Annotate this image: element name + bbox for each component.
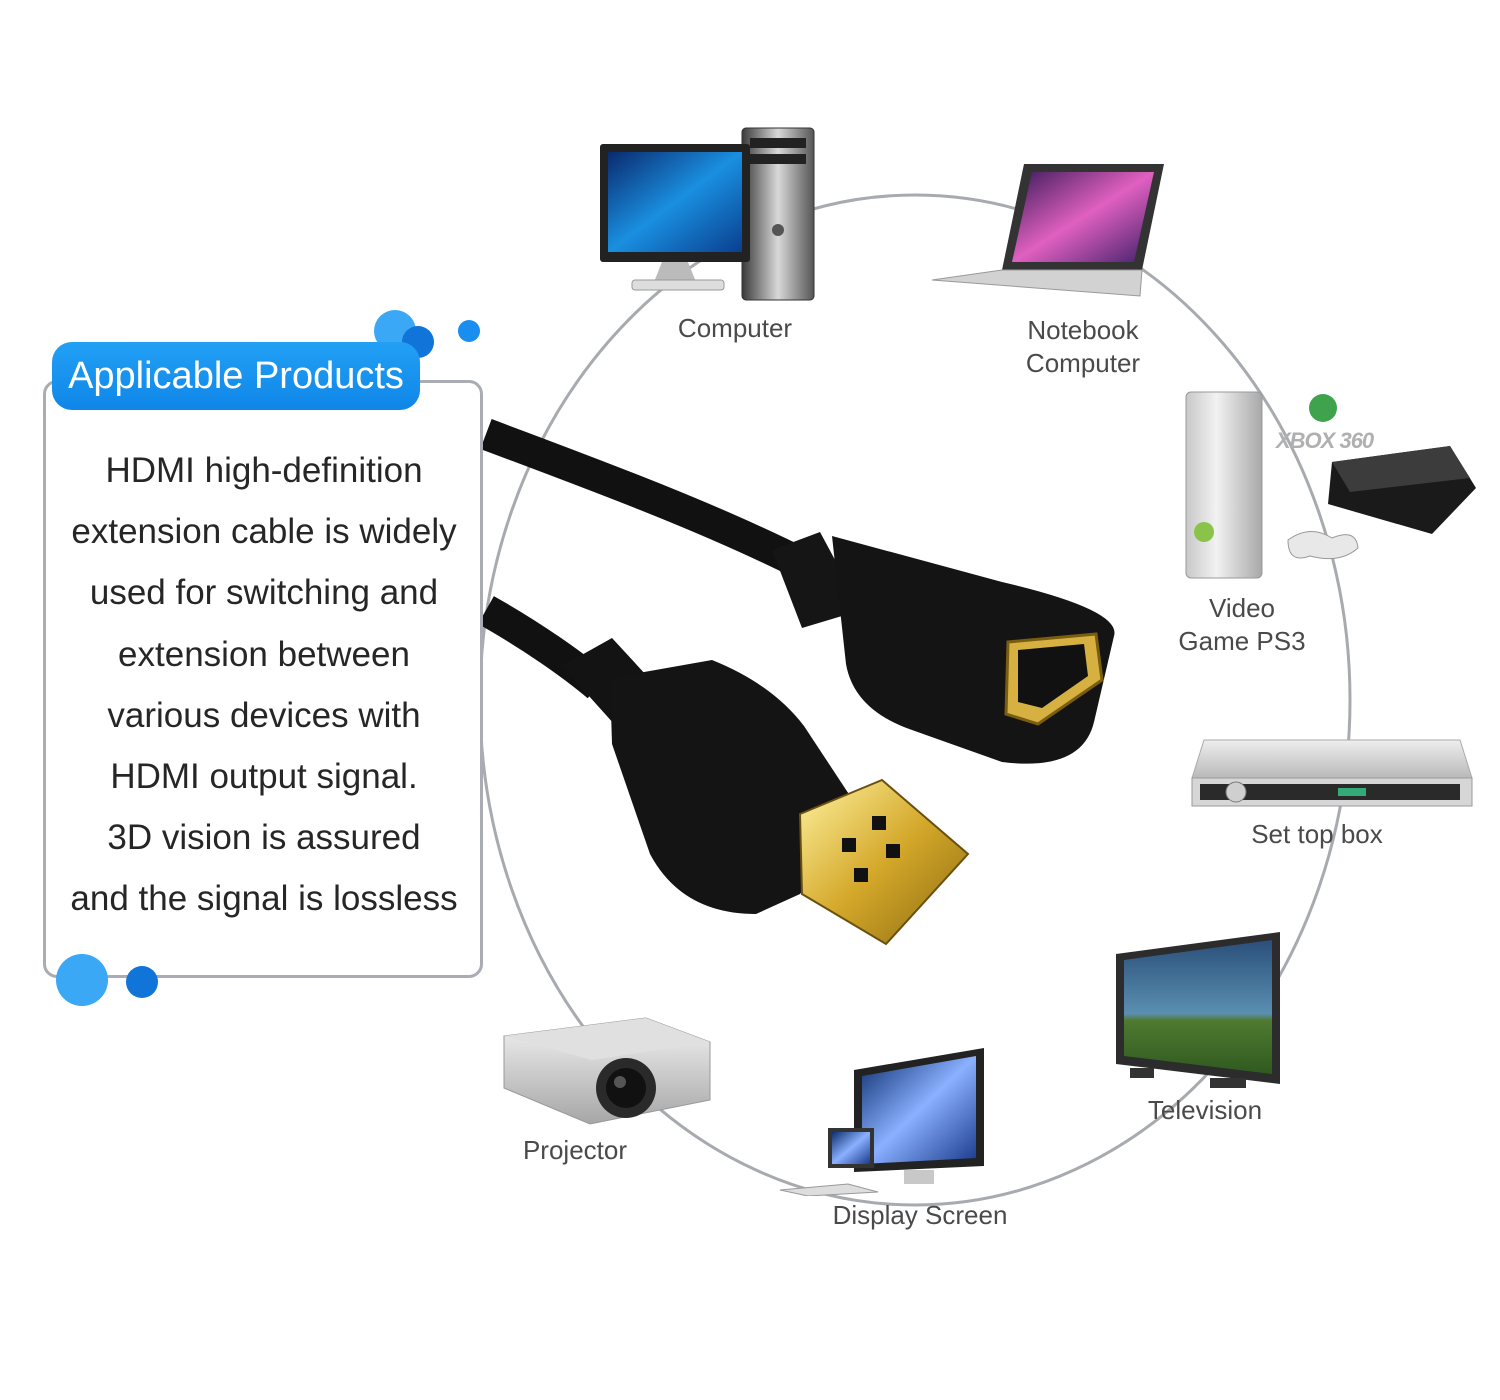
decor-dot — [458, 320, 480, 342]
description-line: extension cable is widely — [71, 512, 457, 552]
notebook-label-line2: Computer — [1025, 348, 1141, 378]
description-line: extension between — [118, 634, 410, 674]
decor-dot — [56, 954, 108, 1006]
info-panel — [43, 380, 483, 978]
television-label: Television — [1147, 1095, 1263, 1125]
game-console-icon — [1180, 388, 1480, 584]
projector-icon — [496, 1012, 718, 1128]
display-screen-icon — [778, 1044, 990, 1196]
video-game-label: Video Game PS3 — [1162, 592, 1322, 658]
panel-title: Applicable Products — [52, 342, 420, 410]
computer-label: Computer — [677, 313, 793, 343]
laptop-icon — [928, 160, 1170, 300]
projector-label: Projector — [522, 1135, 628, 1165]
display-screen-label: Display Screen — [832, 1200, 1008, 1230]
description-line: HDMI high-definition — [105, 451, 423, 490]
panel-description: HDMI high-definition extension cable is … — [48, 440, 480, 930]
description-line: used for switching and — [89, 573, 439, 613]
description-line: HDMI output signal. — [110, 757, 418, 797]
notebook-label-line1: Notebook — [1027, 315, 1139, 345]
notebook-label: Notebook Computer — [1005, 314, 1161, 380]
description-line: 3D vision is assured — [107, 818, 421, 858]
video-game-label-line1: Video — [1208, 593, 1276, 623]
set-top-box-icon — [1190, 738, 1474, 810]
video-game-label-line2: Game PS3 — [1178, 626, 1306, 656]
set-top-box-label: Set top box — [1251, 819, 1383, 849]
description-line: various devices with — [107, 695, 421, 735]
description-line: and the signal is lossless — [70, 879, 458, 919]
hdmi-cable-icon — [482, 414, 1122, 954]
television-icon — [1112, 930, 1284, 1094]
decor-dot — [126, 966, 158, 998]
xbox-logo: XBOX 360 — [1276, 428, 1374, 453]
computer-icon — [592, 122, 824, 304]
